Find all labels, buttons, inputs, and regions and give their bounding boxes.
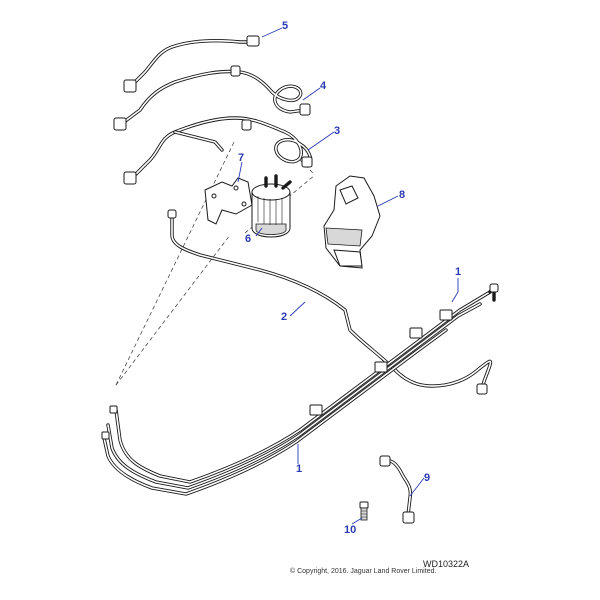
fitting-icon xyxy=(123,171,137,185)
fitting-icon xyxy=(301,156,313,168)
fitting-icon xyxy=(489,283,499,293)
fitting-icon xyxy=(246,35,260,47)
callout-1-lower: 1 xyxy=(296,463,303,475)
drawing-id: WD10322A xyxy=(423,559,470,569)
part-9-short-pipe xyxy=(379,455,415,524)
callout-2: 2 xyxy=(281,311,288,323)
clip-icon xyxy=(309,404,323,416)
callout-4: 4 xyxy=(320,80,327,92)
part-1-pipe-bundle xyxy=(101,283,499,496)
fitting-icon xyxy=(123,79,137,93)
fitting-icon xyxy=(241,119,252,131)
callout-3: 3 xyxy=(334,125,341,137)
part-2-fuel-pipe xyxy=(167,209,493,395)
fitting-icon xyxy=(299,103,311,116)
callout-9: 9 xyxy=(424,472,431,484)
callout-5: 5 xyxy=(282,20,289,32)
clip-icon xyxy=(374,361,388,373)
callout-leaders xyxy=(237,27,459,525)
callout-7: 7 xyxy=(238,152,245,164)
fitting-icon xyxy=(167,209,177,219)
fitting-icon xyxy=(476,383,488,395)
fitting-icon xyxy=(101,431,110,440)
callout-6: 6 xyxy=(245,233,252,245)
part-6-fuel-filter xyxy=(251,174,292,238)
part-8-heat-shield xyxy=(323,175,381,269)
part-5-fuel-pipe xyxy=(123,35,260,93)
part-10-bolt xyxy=(359,501,369,521)
callout-1-upper: 1 xyxy=(455,266,462,278)
part-4-fuel-pipe xyxy=(113,65,311,131)
clip-icon xyxy=(439,309,453,321)
fitting-icon xyxy=(379,455,391,467)
clip-icon xyxy=(409,327,423,339)
part-7-bracket xyxy=(204,177,253,225)
callout-8: 8 xyxy=(399,189,406,201)
callout-10: 10 xyxy=(344,524,357,536)
fitting-icon xyxy=(230,65,241,77)
copyright-notice: © Copyright, 2016. Jaguar Land Rover Lim… xyxy=(290,568,437,575)
part-3-fuel-pipe xyxy=(123,116,313,185)
fitting-icon xyxy=(402,511,415,524)
reference-lines xyxy=(115,139,316,386)
fitting-icon xyxy=(113,117,127,131)
fitting-icon xyxy=(109,405,118,414)
